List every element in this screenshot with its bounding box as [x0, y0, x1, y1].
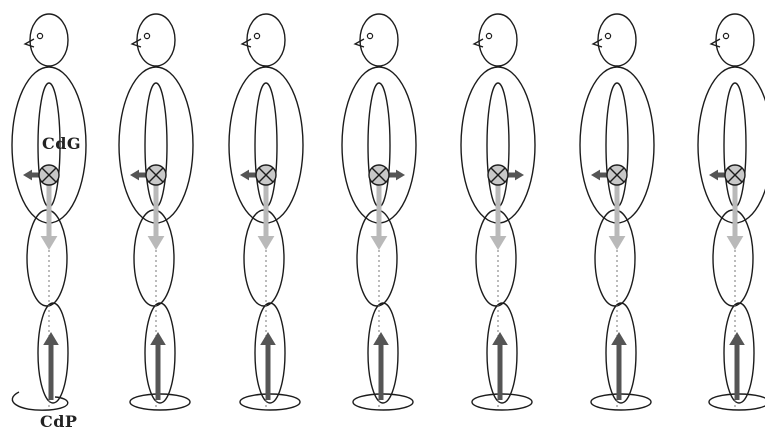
pressure-arrow	[373, 332, 389, 400]
pressure-arrow	[611, 332, 627, 400]
cog-marker	[488, 165, 508, 185]
gravity-arrow	[148, 182, 165, 250]
cog-marker	[725, 165, 745, 185]
cog-label: CdG	[42, 134, 81, 153]
figure-6	[580, 14, 654, 410]
gravity-arrow	[371, 182, 388, 250]
cog-marker	[146, 165, 166, 185]
gravity-arrow	[258, 182, 275, 250]
head	[360, 14, 398, 66]
figure-2	[119, 14, 193, 410]
head	[247, 14, 285, 66]
head	[479, 14, 517, 66]
cop-label: CdP	[40, 412, 77, 431]
figure-1	[12, 14, 86, 410]
eye	[254, 33, 259, 38]
pressure-arrow	[492, 332, 508, 400]
head	[30, 14, 68, 66]
gravity-arrow	[41, 182, 58, 250]
eye	[723, 33, 728, 38]
cog-marker	[607, 165, 627, 185]
eye	[37, 33, 42, 38]
pressure-arrow	[729, 332, 745, 400]
figure-7	[698, 14, 765, 410]
pressure-arrow	[43, 332, 59, 400]
gravity-arrow	[609, 182, 626, 250]
torso	[698, 67, 765, 223]
gravity-arrow	[727, 182, 744, 250]
pressure-arrow	[260, 332, 276, 400]
cog-marker	[369, 165, 389, 185]
cog-marker	[39, 165, 59, 185]
gravity-arrow	[490, 182, 507, 250]
head	[137, 14, 175, 66]
foot	[12, 392, 67, 410]
cog-marker	[256, 165, 276, 185]
eye	[486, 33, 491, 38]
eye	[605, 33, 610, 38]
eye	[144, 33, 149, 38]
pressure-arrow	[150, 332, 166, 400]
head	[598, 14, 636, 66]
head	[716, 14, 754, 66]
figure-4	[342, 14, 416, 410]
eye	[367, 33, 372, 38]
figure-5	[461, 14, 535, 410]
figure-3	[229, 14, 303, 410]
